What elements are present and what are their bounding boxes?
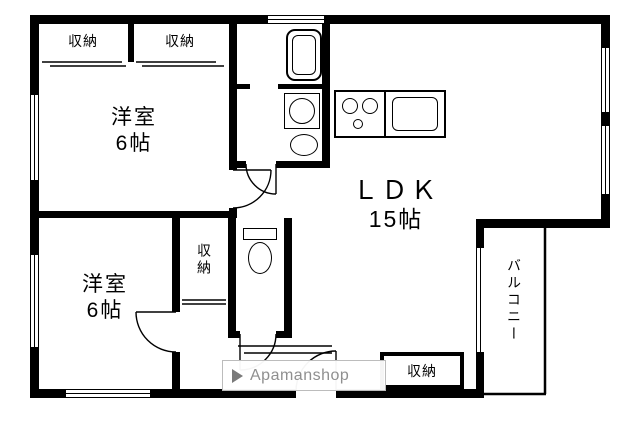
washing-machine-icon (284, 93, 320, 129)
kitchen-sink-icon (392, 97, 438, 131)
stove-burner-icon (342, 98, 358, 114)
toilet-bowl-icon (248, 242, 272, 274)
room-label-ldk: ＬＤＫ 15帖 (330, 175, 462, 234)
closet-top-left-text: 収納 (68, 33, 98, 49)
wall-bedroom-upper-east (229, 15, 237, 170)
window (601, 48, 610, 112)
room-label-bedroom-lower: 洋室 6帖 (38, 272, 172, 325)
wash-basin-icon (290, 134, 318, 156)
wall-left (30, 15, 39, 398)
watermark-brand: Apamanshop (250, 366, 350, 384)
balcony-text: バルコニー (506, 257, 522, 343)
closet-top-left-label: 収納 (48, 31, 118, 51)
door-arc (232, 169, 272, 209)
bathtub-icon (286, 29, 322, 81)
wall-toilet-west (228, 218, 236, 338)
toilet-tank-icon (243, 228, 277, 240)
bedroom-lower-size: 6帖 (86, 299, 124, 323)
balcony-label: バルコニー (501, 238, 527, 362)
wall-bath-east (322, 24, 330, 161)
closet-top-right-label: 収納 (145, 31, 215, 51)
wall-bottom (336, 389, 484, 398)
wall-bath-south (237, 84, 250, 89)
stove-burner-icon (353, 119, 363, 129)
apamanshop-logo-icon (232, 368, 243, 383)
closet-entrance-label: 収納 (407, 362, 437, 379)
wall-toilet-east (284, 218, 292, 338)
wall-mid-horizontal (39, 211, 229, 218)
ldk-name: ＬＤＫ (352, 175, 440, 205)
wall-bottom (30, 389, 296, 398)
bedroom-upper-size: 6帖 (115, 132, 153, 156)
door-arc (135, 311, 177, 353)
ldk-size: 15帖 (368, 206, 424, 233)
closet-hall-label: 収納 (192, 226, 216, 294)
wall-bedroom-lower-east (172, 218, 180, 312)
watermark: Apamanshop (222, 360, 386, 391)
stove-burner-icon (362, 98, 378, 114)
window (268, 15, 324, 24)
washing-machine-drum (289, 98, 315, 124)
wall-bedroom-upper-east (229, 208, 237, 218)
wall-bath-south (278, 84, 330, 89)
wall-toilet-south (276, 331, 292, 338)
window (601, 126, 610, 194)
bedroom-lower-name: 洋室 (82, 273, 128, 296)
window (30, 95, 39, 180)
bathtub-inner (292, 35, 316, 75)
window (66, 389, 150, 398)
door-arc (245, 163, 277, 195)
closet-top-right-text: 収納 (165, 33, 195, 49)
wall-closet-divider (128, 24, 134, 62)
wall-washroom-south (237, 161, 246, 168)
closet-hall-text: 収納 (196, 243, 212, 277)
wall-right (601, 15, 610, 228)
balcony-sliding-door (476, 248, 484, 352)
room-label-bedroom-upper: 洋室 6帖 (60, 105, 208, 158)
wall-bedroom-lower-east (172, 352, 180, 389)
bedroom-upper-name: 洋室 (111, 106, 157, 129)
window (30, 255, 39, 347)
wall-balcony-top (476, 219, 610, 228)
kitchen-divider (384, 92, 386, 136)
wall-toilet-south (228, 331, 240, 338)
wall-washroom-south (276, 161, 330, 168)
